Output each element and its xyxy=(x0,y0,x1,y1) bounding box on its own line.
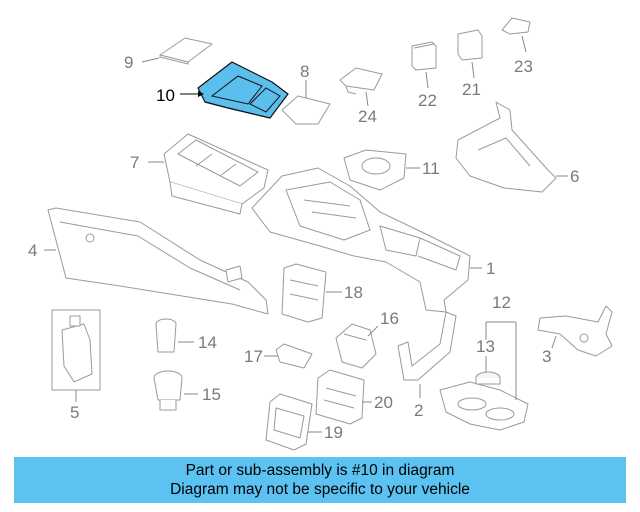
callout-12: 12 xyxy=(492,293,511,312)
callout-17: 17 xyxy=(244,347,263,366)
part-12[interactable] xyxy=(439,381,529,431)
part-18[interactable] xyxy=(281,263,327,323)
part-24[interactable] xyxy=(339,67,383,95)
part-5[interactable] xyxy=(51,309,101,391)
part-20[interactable] xyxy=(315,369,365,425)
part-21[interactable] xyxy=(457,29,483,61)
callout-9: 9 xyxy=(124,53,133,72)
part-14[interactable] xyxy=(155,318,177,353)
callout-19: 19 xyxy=(324,423,343,442)
part-4[interactable] xyxy=(47,207,269,315)
callout-1: 1 xyxy=(486,259,495,278)
callout-4: 4 xyxy=(28,241,37,260)
callout-14: 14 xyxy=(198,333,217,352)
callout-16: 16 xyxy=(380,309,399,328)
callout-2: 2 xyxy=(414,401,423,420)
part-3[interactable] xyxy=(537,305,613,357)
callout-24: 24 xyxy=(358,107,377,126)
part-16[interactable] xyxy=(335,323,377,369)
info-banner: Part or sub-assembly is #10 in diagram D… xyxy=(14,457,626,503)
part-11[interactable] xyxy=(343,149,407,191)
part-19[interactable] xyxy=(265,393,313,451)
callout-10: 10 xyxy=(156,86,175,105)
callout-11: 11 xyxy=(422,159,440,178)
banner-line-1: Part or sub-assembly is #10 in diagram xyxy=(185,462,455,479)
callout-15: 15 xyxy=(202,385,221,404)
callout-8: 8 xyxy=(300,62,309,81)
callout-7: 7 xyxy=(130,153,139,172)
callout-6: 6 xyxy=(570,167,579,186)
part-13[interactable] xyxy=(475,371,501,385)
part-2[interactable] xyxy=(397,311,457,381)
callout-5: 5 xyxy=(70,403,79,422)
part-17[interactable] xyxy=(275,343,313,369)
part-10-highlighted[interactable] xyxy=(197,61,289,119)
callout-23: 23 xyxy=(514,57,533,76)
part-9[interactable] xyxy=(159,37,213,65)
part-15[interactable] xyxy=(153,370,183,411)
callout-18: 18 xyxy=(344,283,363,302)
part-22[interactable] xyxy=(411,41,437,71)
callout-13: 13 xyxy=(476,337,495,356)
callout-22: 22 xyxy=(418,91,437,110)
banner-line-2: Diagram may not be specific to your vehi… xyxy=(170,481,470,498)
part-7[interactable] xyxy=(163,133,269,215)
part-1[interactable] xyxy=(251,167,471,313)
part-23[interactable] xyxy=(501,17,531,35)
callout-20: 20 xyxy=(374,393,393,412)
callout-3: 3 xyxy=(542,347,551,366)
part-8[interactable] xyxy=(281,95,331,125)
callout-21: 21 xyxy=(462,80,481,99)
part-6[interactable] xyxy=(455,101,557,193)
